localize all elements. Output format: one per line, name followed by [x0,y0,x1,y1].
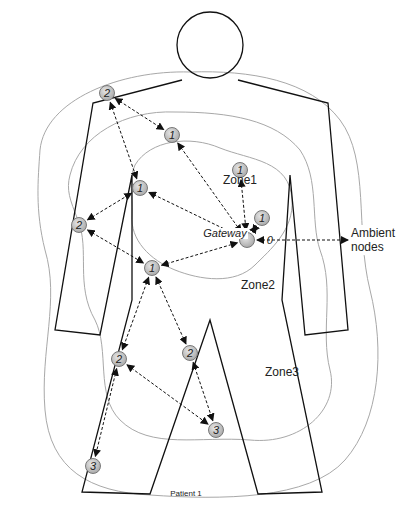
link-arrow [95,369,116,457]
link-arrow [253,226,257,231]
link-arrow [115,98,163,129]
link-arrow [178,143,241,232]
patient-label: Patient 1 [170,489,202,498]
sensor-node: 1 [254,210,270,226]
link-arrow [88,193,132,220]
ambient-label-node: Ambient nodes [350,225,410,255]
link-arrow [241,180,246,230]
head [177,12,243,78]
link-arrow [88,230,144,263]
zone-label: Zone2 [241,278,275,292]
node-number: 2 [104,88,110,99]
node-number: 2 [116,354,122,365]
sensor-node: 2 [71,217,87,233]
node-number: 1 [259,213,265,224]
node-number: 3 [213,425,219,436]
zone3-outline [38,72,378,498]
gateway-label: Gateway [202,228,247,239]
node-text: Ambient nodes [351,226,395,254]
node-number: 1 [169,130,175,141]
sensor-node: 1 [132,180,148,196]
sensor-node: 3 [208,422,224,438]
body-outline [55,80,348,494]
zone-label: Zone1 [223,173,257,187]
zone-label: Zone3 [265,365,299,379]
zone1-outline [131,141,292,279]
sensor-node: 1 [144,260,160,276]
link-arrow [110,102,136,178]
link-arrow [193,362,213,420]
sensor-node: 3 [85,458,101,474]
sensor-node: 1 [164,127,180,143]
node-number: 3 [90,461,96,472]
node-number: 1 [137,183,143,194]
sensor-node: 2 [99,85,115,101]
sensor-node: 2 [111,351,127,367]
link-arrow [122,277,148,349]
node-number: 2 [76,220,82,231]
node-number: 2 [187,348,193,359]
link-arrow [127,365,208,424]
node-number: 0 [267,235,273,246]
sensor-node: 2 [182,345,198,361]
node-number: 1 [149,263,155,274]
link-arrow [162,243,238,265]
sensor-node: Gateway0 [239,232,255,248]
link-arrow [156,277,186,344]
